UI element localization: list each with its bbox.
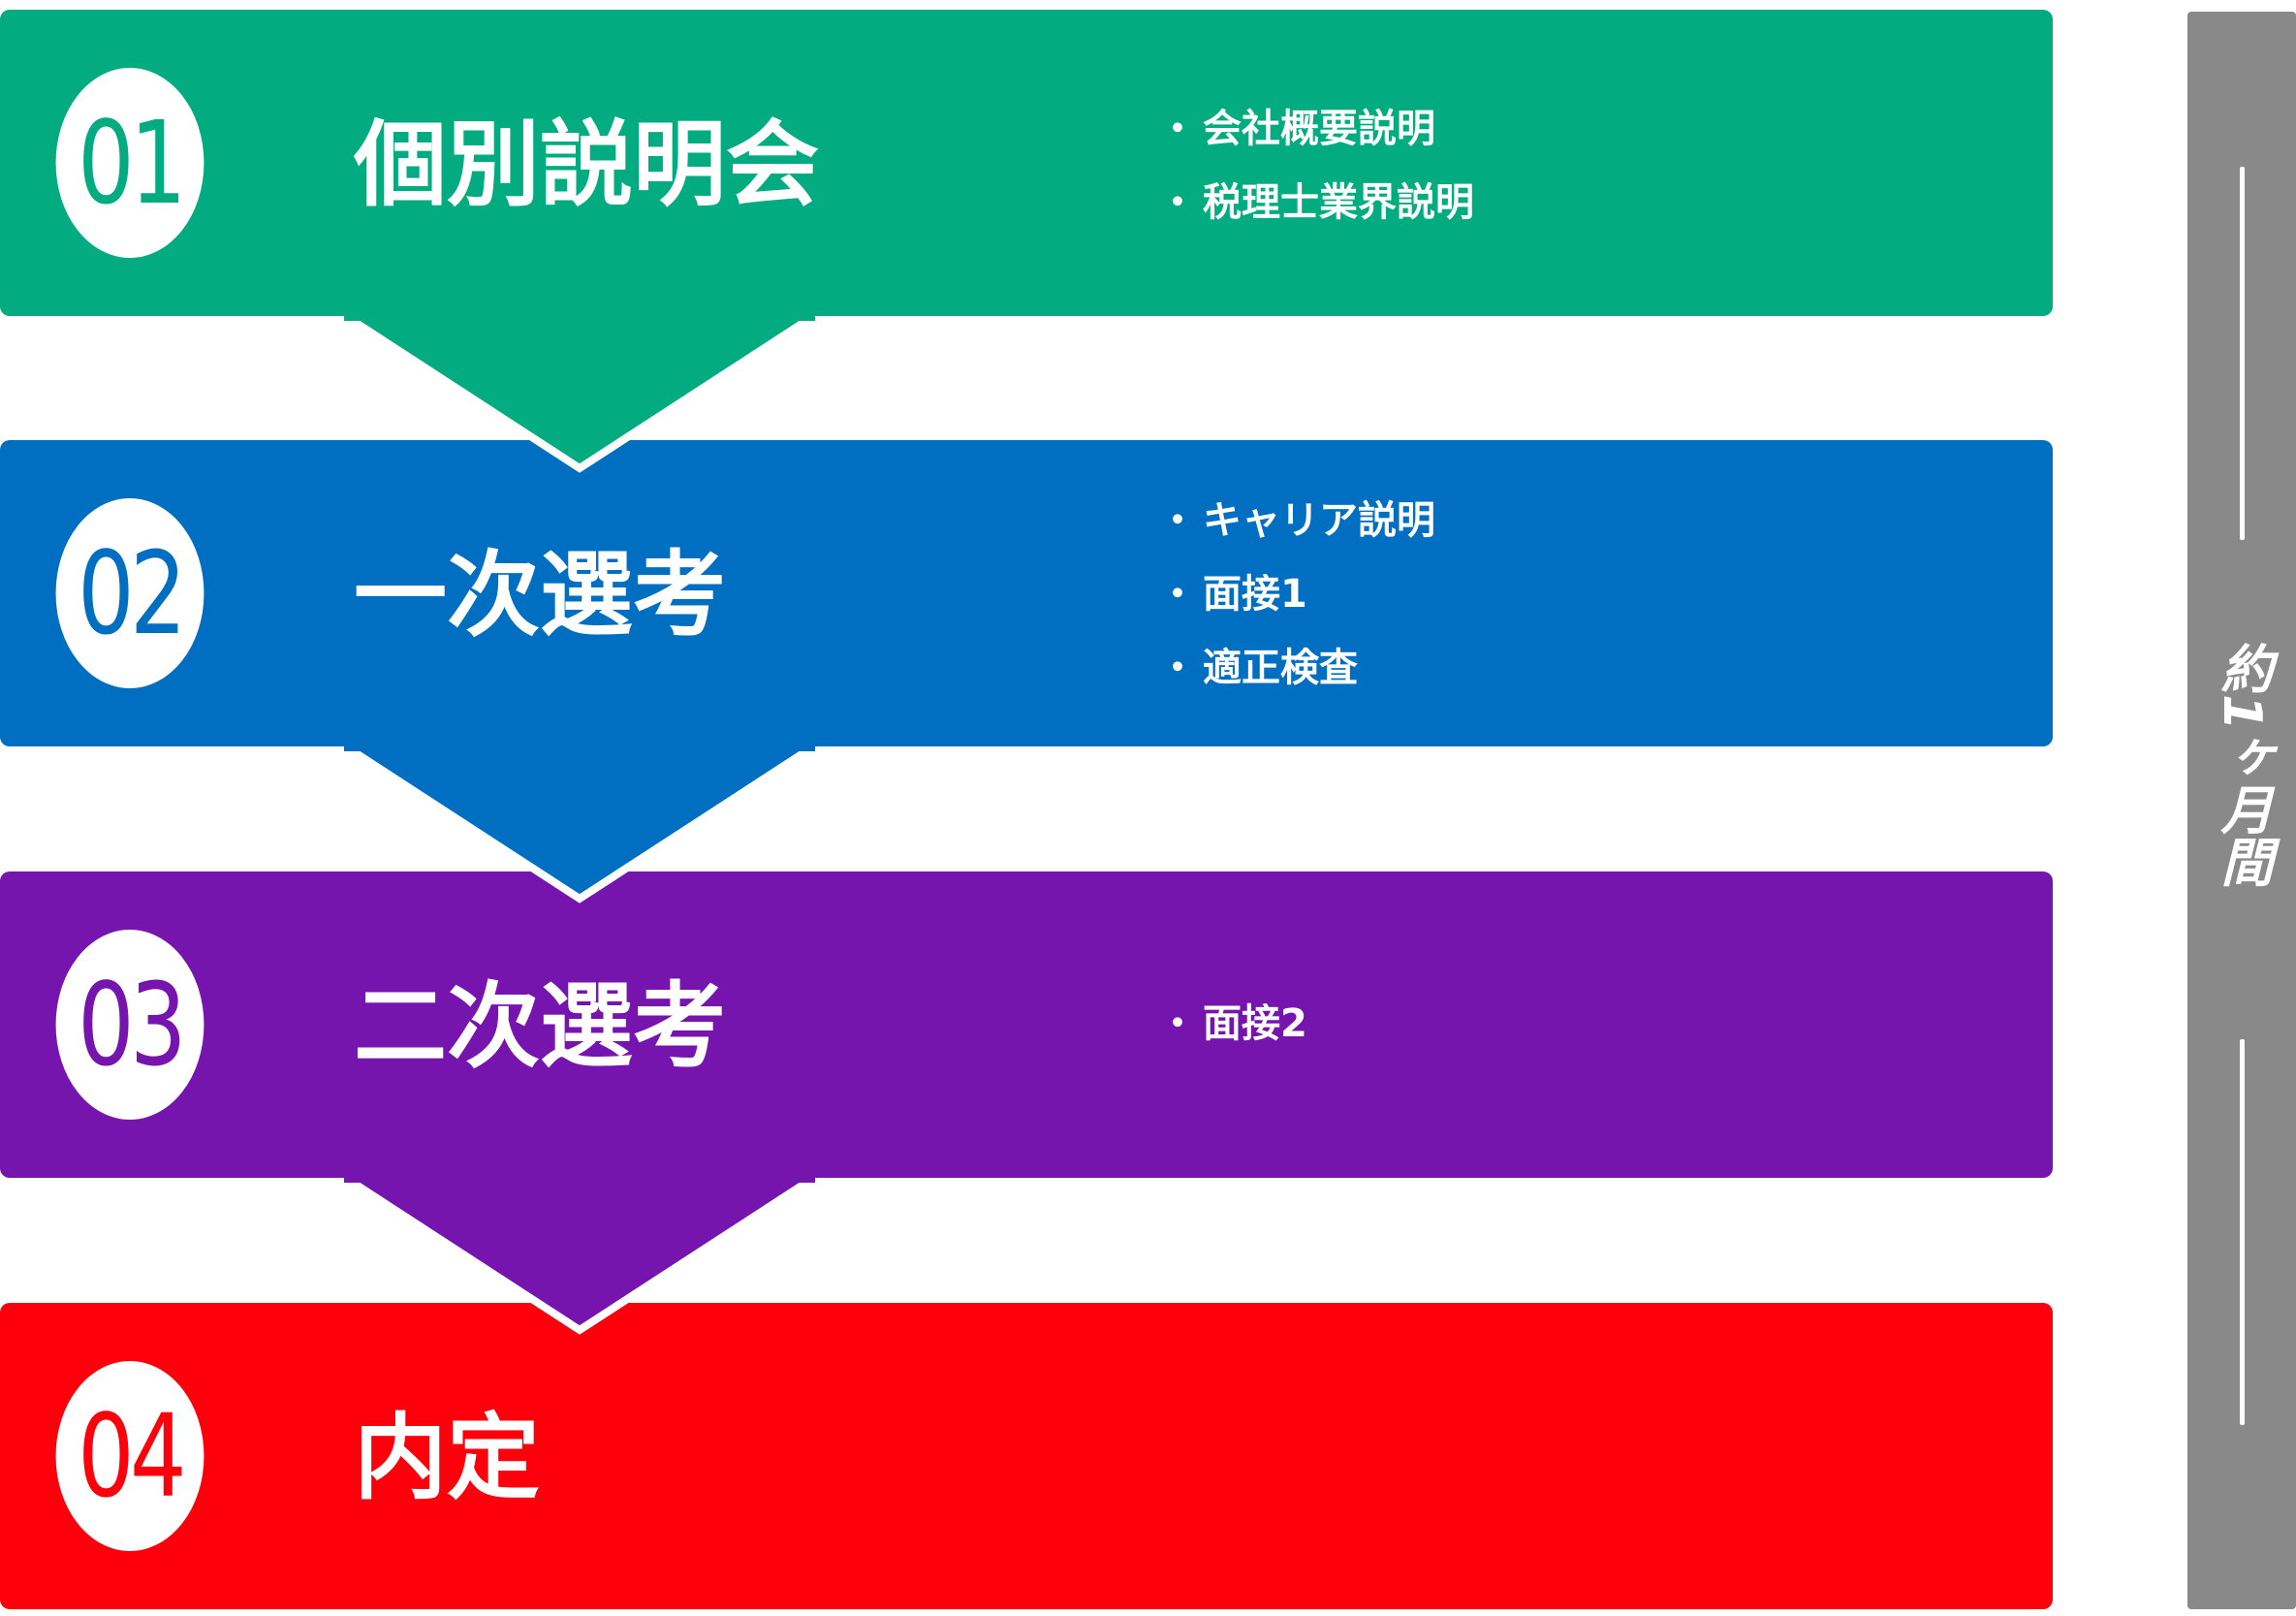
step-4-panel: 04 内定 (0, 1303, 2053, 1609)
step-2-bullet-2: ・面接1 (1158, 557, 1435, 631)
bullet-marker: ・ (1158, 498, 1197, 543)
step-3-bullets: ・面接2 (1158, 987, 1307, 1061)
step-1-title: 個別説明会 (354, 111, 819, 219)
step-4-title: 内定 (354, 1404, 540, 1512)
step-3-title: 二次選考 (354, 972, 726, 1081)
step-3-panel: 03 二次選考 ・面接2 (0, 871, 2053, 1335)
step-4-number: 04 (55, 1361, 204, 1551)
bullet-marker: ・ (1158, 107, 1197, 151)
step-2-down-arrow (344, 745, 815, 910)
step-2-bullet-1: ・キャリア説明 (1158, 484, 1435, 557)
step-1-bullets: ・会社概要説明 ・税理士業界説明 (1158, 92, 1474, 239)
duration-line-top (2240, 167, 2245, 540)
duration-label: 約1ヶ月間 (2212, 642, 2273, 888)
step-1-down-arrow (344, 315, 815, 480)
step-2-number: 02 (55, 498, 204, 688)
step-1-bullet-2: ・税理士業界説明 (1158, 166, 1474, 239)
step-3-bullet-1: ・面接2 (1158, 987, 1307, 1061)
step-1-bullet-1: ・会社概要説明 (1158, 92, 1474, 166)
step-3-down-arrow (344, 1177, 815, 1342)
step-1-number: 01 (55, 68, 204, 258)
bullet-marker: ・ (1158, 1001, 1197, 1046)
duration-bar: 約1ヶ月間 (2187, 12, 2296, 1609)
bullet-marker: ・ (1158, 646, 1197, 690)
step-2-bullet-3: ・適正検査 (1158, 631, 1435, 705)
step-2-panel: 02 一次選考 ・キャリア説明 ・面接1 ・適正検査 (0, 440, 2053, 903)
bullet-marker: ・ (1158, 180, 1197, 225)
step-2-bullets: ・キャリア説明 ・面接1 ・適正検査 (1158, 484, 1435, 705)
step-2-title: 一次選考 (354, 541, 726, 650)
duration-line-bottom (2240, 1039, 2245, 1425)
bullet-marker: ・ (1158, 572, 1197, 617)
step-1-panel: 01 個別説明会 ・会社概要説明 ・税理士業界説明 (0, 10, 2053, 473)
step-3-number: 03 (55, 930, 204, 1120)
